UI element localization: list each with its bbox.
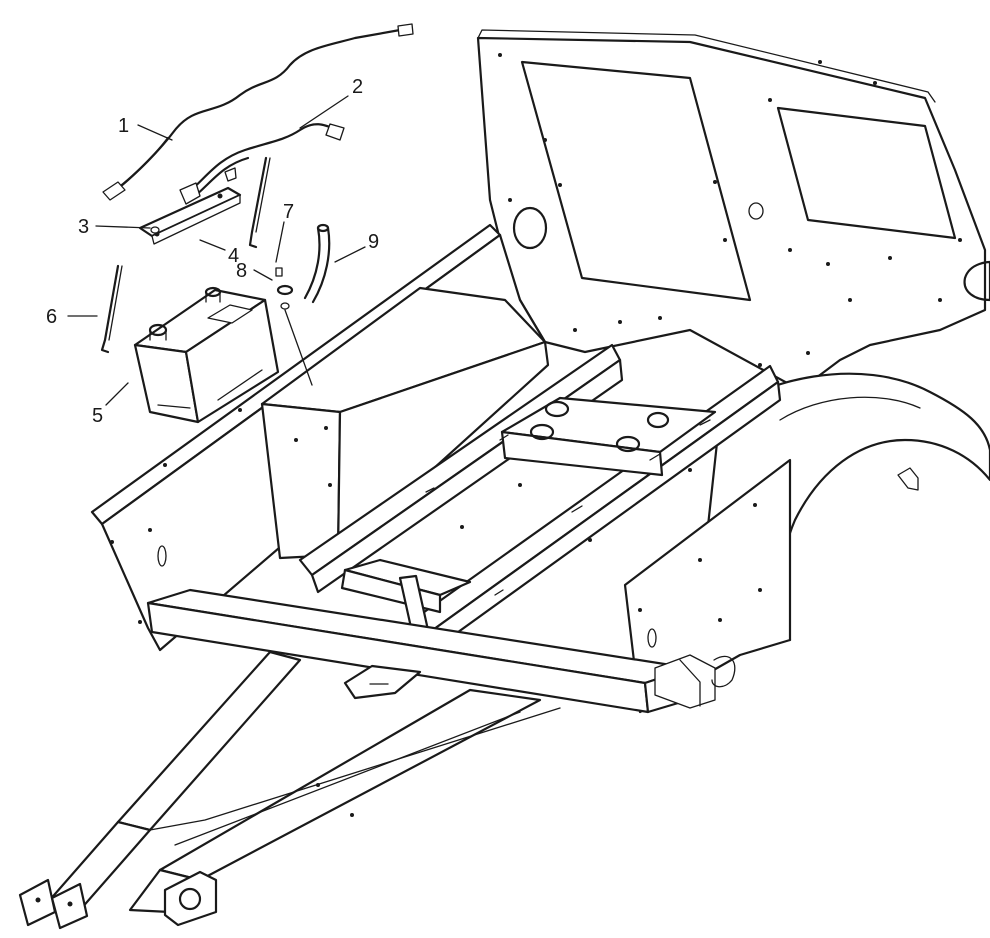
left-window [520, 60, 752, 302]
front-wall-panel [476, 29, 990, 392]
j-bolt-left [100, 264, 120, 354]
hardware-stack [150, 226, 313, 386]
callout-leaders [67, 95, 366, 406]
callout-9: 9 [368, 231, 379, 253]
trailer-tongue [18, 650, 561, 930]
j-bolt-right [248, 156, 268, 249]
callout-1: 1 [118, 115, 129, 137]
battery-cable-2 [179, 123, 345, 205]
callout-2: 2 [352, 76, 363, 98]
vent-tube [303, 226, 321, 300]
callout-5: 5 [92, 405, 103, 427]
floor-frame [298, 343, 782, 650]
callout-8: 8 [236, 260, 247, 282]
callout-4: 4 [228, 245, 239, 267]
callout-7: 7 [283, 201, 294, 223]
battery [133, 286, 280, 424]
callout-6: 6 [46, 306, 57, 328]
callout-3: 3 [78, 216, 89, 238]
rear-cross-beam [146, 588, 736, 714]
battery-cable-1 [102, 23, 414, 201]
battery-hold-down-bracket [138, 186, 242, 245]
right-window [776, 106, 957, 240]
